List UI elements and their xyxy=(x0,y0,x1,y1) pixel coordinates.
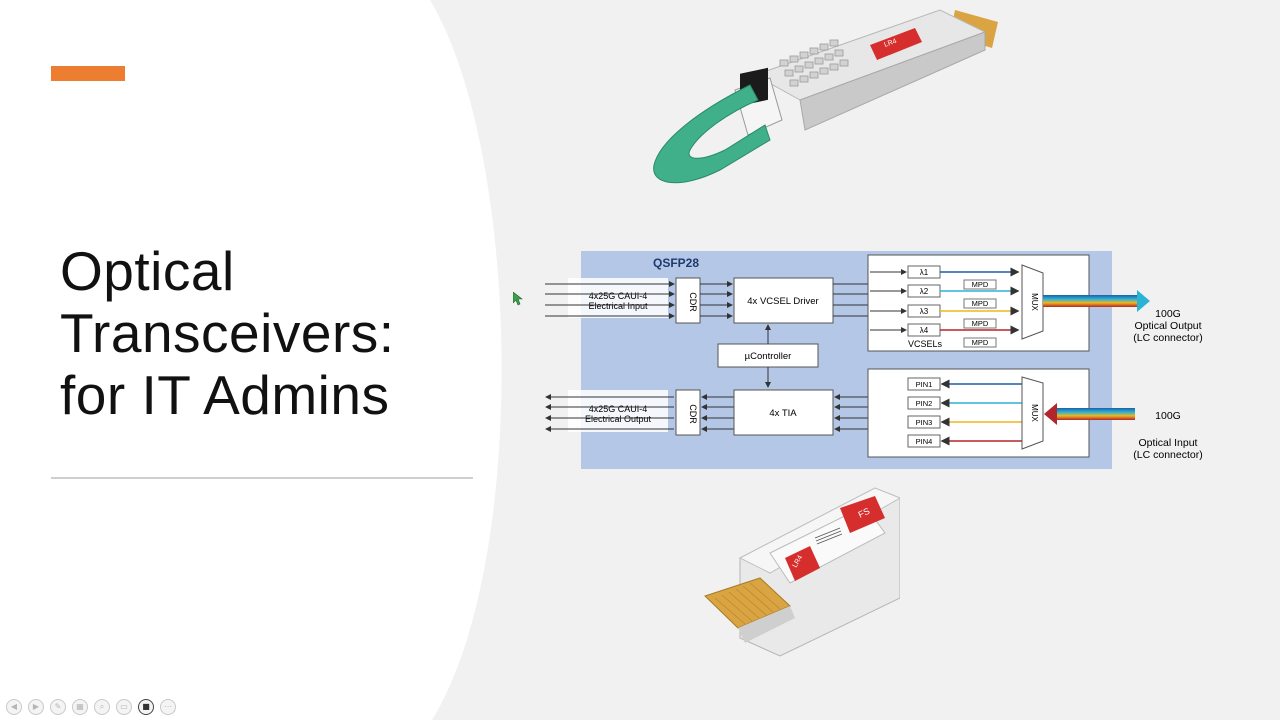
controller-label: µController xyxy=(745,351,792,362)
tx-cdr-box xyxy=(675,277,701,324)
tx-mux-label: MUX xyxy=(1030,293,1039,311)
tx-input-label-1: 4x25G CAUI-4 xyxy=(589,291,648,301)
pin-label-3: PIN3 xyxy=(916,418,933,427)
tx-cdr-label: CDR xyxy=(688,292,698,312)
brand-text: FS xyxy=(857,506,872,520)
pin-boxes xyxy=(907,377,941,448)
pin-label-4: PIN4 xyxy=(916,437,933,446)
output-label-1: 100G xyxy=(1155,308,1181,320)
tia-box xyxy=(733,389,834,436)
pin-label-1: PIN1 xyxy=(916,380,933,389)
mpd-label-2: MPD xyxy=(972,299,989,308)
next-slide-icon[interactable]: ▶ xyxy=(28,699,44,715)
input-label-1: 100G xyxy=(1155,410,1181,422)
rx-output-label-2: Electrical Output xyxy=(585,414,652,424)
mouse-cursor-icon xyxy=(513,292,523,306)
zoom-icon[interactable]: ⌕ xyxy=(94,699,110,715)
badge-text-top: LR4 xyxy=(883,38,898,49)
rx-mux-shape xyxy=(1021,376,1044,450)
more-options-icon[interactable]: ⋯ xyxy=(160,699,176,715)
vcsels-label: VCSELs xyxy=(908,339,943,349)
previous-slide-icon[interactable]: ◀ xyxy=(6,699,22,715)
slide-overview-icon[interactable]: ▦ xyxy=(72,699,88,715)
output-label-2: Optical Output xyxy=(1134,320,1201,332)
camera-icon[interactable]: ■ xyxy=(138,699,154,715)
tx-mux-shape xyxy=(1021,264,1044,340)
presentation-toolbar: ◀ ▶ ✎ ▦ ⌕ ▭ ■ ⋯ xyxy=(6,699,176,715)
input-label-2: Optical Input xyxy=(1139,437,1198,449)
slide-title: Optical Transceivers: for IT Admins xyxy=(60,240,395,426)
lambda-2: λ2 xyxy=(920,287,929,296)
mpd-boxes xyxy=(963,279,997,348)
rx-cdr-label: CDR xyxy=(688,404,698,424)
subtitles-icon[interactable]: ▭ xyxy=(116,699,132,715)
lambda-3: λ3 xyxy=(920,307,929,316)
input-label-3: (LC connector) xyxy=(1133,449,1202,461)
vcsel-driver-label: 4x VCSEL Driver xyxy=(747,296,818,307)
lambda-1: λ1 xyxy=(920,268,929,277)
rx-mux-label: MUX xyxy=(1030,404,1039,422)
qsfp28-module-closeup-image: FS LR4 xyxy=(704,487,900,657)
accent-bar xyxy=(51,66,125,81)
pen-icon[interactable]: ✎ xyxy=(50,699,66,715)
mpd-label-3: MPD xyxy=(972,319,989,328)
tx-input-label-2: Electrical Input xyxy=(588,301,648,311)
qsfp28-block-diagram: QSFP28 4x25G CAUI-4 Electrical Input CDR… xyxy=(545,251,1203,469)
rx-output-label-1: 4x25G CAUI-4 xyxy=(589,404,648,414)
title-divider xyxy=(51,477,473,479)
mpd-label-4: MPD xyxy=(972,338,989,347)
rx-cdr-box xyxy=(675,389,701,436)
lambda-boxes xyxy=(907,265,941,337)
mpd-label-1: MPD xyxy=(972,280,989,289)
lambda-4: λ4 xyxy=(920,326,929,335)
vcsel-driver-box xyxy=(733,277,834,324)
tia-label: 4x TIA xyxy=(769,408,797,419)
pin-label-2: PIN2 xyxy=(916,399,933,408)
tx-input-box xyxy=(568,278,668,318)
output-label-3: (LC connector) xyxy=(1133,332,1202,344)
module-label: QSFP28 xyxy=(653,256,699,270)
qsfp28-module-image: LR4 xyxy=(653,9,998,184)
